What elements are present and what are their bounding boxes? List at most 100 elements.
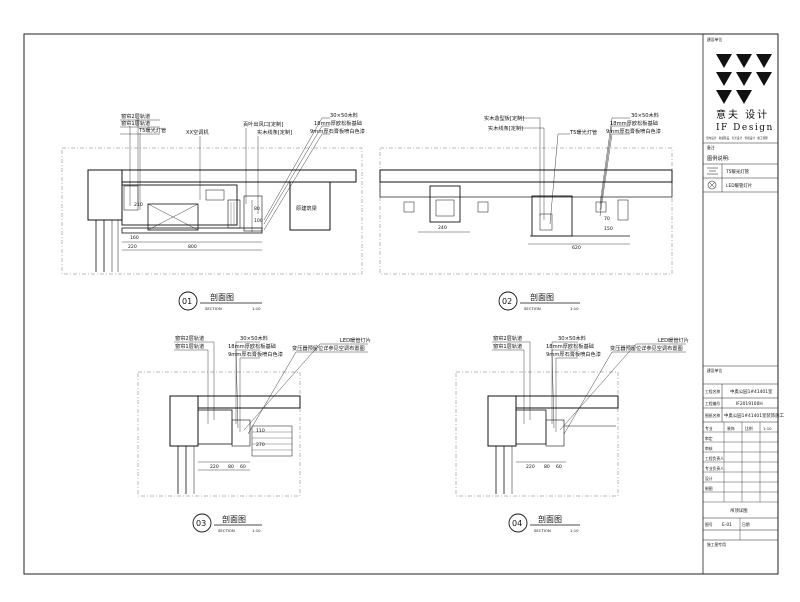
tb-row-0-v2: 比例: [745, 426, 753, 431]
section-04-title-bubble: [508, 513, 528, 533]
dim-01-d: 210: [134, 202, 143, 208]
tb-project-no-label: 工程编号: [705, 401, 720, 406]
section-02-drop-box: [429, 185, 461, 223]
logo-mark-icon: [716, 54, 772, 104]
dim-02-b: 620: [572, 245, 581, 251]
s01-label-8: 9mm厚石膏板喷白色漆: [310, 127, 365, 135]
s02-label-0: 实木造型板[定制]: [484, 114, 524, 122]
tb-footer: 施工图专用: [707, 542, 726, 547]
s04-label-6: 变压器预留位详参见空调布置图: [610, 344, 683, 352]
dim-01-e: 80: [254, 206, 260, 212]
section-02-title: 剖面图: [530, 292, 554, 302]
section-04-title: 剖面图: [538, 514, 562, 524]
tb-row-0-v1: 装饰: [727, 426, 735, 431]
section-03-sub: SECTION: [218, 528, 235, 533]
tb-company-top: 建设单位: [707, 37, 722, 42]
s02-label-1: 实木线条[定制]: [488, 124, 523, 132]
s01-label-1: 窗帘1层轨道: [121, 119, 150, 127]
section-01-sub: SECTION: [205, 306, 222, 311]
sheet-border: [23, 33, 779, 575]
dim-04-c: 60: [556, 464, 562, 470]
legend-t5-icon: [707, 167, 718, 175]
section-01-title-bubble: [178, 291, 198, 311]
tb-row-0-v3: 1:10: [763, 426, 772, 431]
section-01-beam-label: 原建筑梁: [296, 204, 317, 212]
s04-label-5: LED暖管灯片: [658, 336, 689, 344]
s03-label-4: 9mm厚石膏板喷白色漆: [228, 350, 283, 358]
s04-label-0: 窗帘2层轨道: [493, 334, 522, 342]
section-01-break-outline: [61, 147, 363, 275]
tb-row-6-label: 制图: [705, 486, 713, 491]
tb-sheet-no-label: 图号: [705, 522, 713, 527]
section-02-scale: 1:10: [570, 306, 579, 311]
dim-03-d: 110: [256, 428, 265, 434]
tb-row-5-label: 设计: [705, 476, 713, 481]
s02-label-4: 18mm厚欧松板基础: [610, 119, 658, 127]
section-02-sub: SECTION: [524, 306, 541, 311]
section-04-wall: [487, 395, 517, 447]
dim-02-d: 150: [604, 226, 613, 232]
tb-legend-title: 图例说明:: [707, 154, 730, 162]
tb-notes-label: 备注: [707, 145, 715, 150]
tb-info-label: 建设单位: [707, 368, 722, 373]
section-03-number: 03: [196, 519, 206, 528]
section-01-slab: [87, 169, 357, 183]
section-02-break-outline: [379, 147, 673, 275]
tb-sheet-no: E-01: [722, 522, 732, 528]
dim-04-b: 80: [544, 464, 550, 470]
section-03-scale: 1:10: [252, 528, 261, 533]
section-03-wall: [169, 395, 199, 447]
tb-drawing-title-label: 图纸名称: [705, 413, 720, 418]
section-04-scale: 1:10: [570, 528, 579, 533]
s04-label-2: 30×50木料: [558, 334, 586, 342]
section-01-scale: 1:10: [252, 306, 261, 311]
section-03-break-outline: [137, 371, 301, 497]
section-04: 220 80 60 窗帘2层轨道 窗帘1层轨道 30×50木料 18mm厚欧松板…: [455, 334, 689, 533]
s03-label-5: LED暖管灯片: [340, 336, 371, 344]
dim-01-f: 100: [254, 218, 263, 224]
s04-label-4: 9mm厚石膏板喷白色漆: [546, 350, 601, 358]
tb-drawing-title: 中奥公园1#41401室装饰施工: [724, 412, 785, 419]
section-02-number: 02: [502, 297, 512, 306]
dim-02-c: 70: [604, 216, 610, 222]
s01-label-7: 18mm厚欧松板基础: [314, 119, 362, 127]
logo-en: IF Design: [716, 123, 774, 133]
section-02: 240 620 70 150 实木造型板[定制] 实木线条[定制] T5暖光灯管…: [379, 111, 673, 311]
s03-label-0: 窗帘2层轨道: [175, 334, 204, 342]
dim-01-a: 160: [130, 235, 139, 241]
section-04-number: 04: [512, 519, 522, 528]
section-01-wall: [87, 169, 123, 221]
tb-date-label: 日期: [742, 522, 750, 527]
section-03: 220 80 60 110 270 窗帘2层轨道 窗帘1层轨道 30×50木料 …: [137, 334, 371, 533]
section-02-slab: [379, 169, 673, 183]
tb-project-name: 中奥公园1#41401室: [730, 388, 773, 395]
section-01-number: 01: [182, 297, 192, 306]
s01-label-2: T5暖光灯管: [138, 126, 166, 134]
logo-tagline: 室内设计 · 软装陈设 · 灯光设计 · 景观设计 · 施工管理: [706, 136, 768, 140]
s01-label-6: 30×50木料: [330, 111, 358, 119]
tb-row-0-label: 专业: [705, 426, 713, 431]
logo-cn: 意夫 设计: [716, 108, 769, 121]
section-04-sub: SECTION: [534, 528, 551, 533]
s04-label-1: 窗帘1层轨道: [493, 342, 522, 350]
section-01-ac-unit: [147, 203, 199, 231]
s04-label-3: 18mm厚欧松板基础: [546, 342, 594, 350]
tb-project-name-label: 工程名称: [705, 389, 720, 394]
tb-row-2-label: 审核: [705, 446, 713, 451]
section-01-title: 剖面图: [210, 292, 234, 302]
s02-label-3: 30×50木料: [631, 111, 659, 119]
section-03-title: 剖面图: [222, 514, 246, 524]
s01-label-0: 窗帘2层轨道: [121, 112, 150, 120]
s01-label-4: 百叶出风口[定制]: [243, 120, 283, 128]
s03-label-2: 30×50木料: [240, 334, 268, 342]
tb-sheet-name: 吊顶详图: [730, 507, 748, 514]
dim-03-b: 80: [228, 464, 234, 470]
section-01: 160 220 800 210 80 100 原建筑梁 窗帘2层轨道 窗帘1层轨…: [61, 111, 365, 311]
s03-label-3: 18mm厚欧松板基础: [228, 342, 276, 350]
s02-label-2: T5暖光灯管: [569, 128, 597, 136]
section-01-beam: [289, 181, 331, 231]
tb-row-4-label: 专业负责人: [705, 466, 724, 471]
s03-label-1: 窗帘1层轨道: [175, 342, 204, 350]
s01-label-3: XX空调机: [186, 128, 209, 136]
